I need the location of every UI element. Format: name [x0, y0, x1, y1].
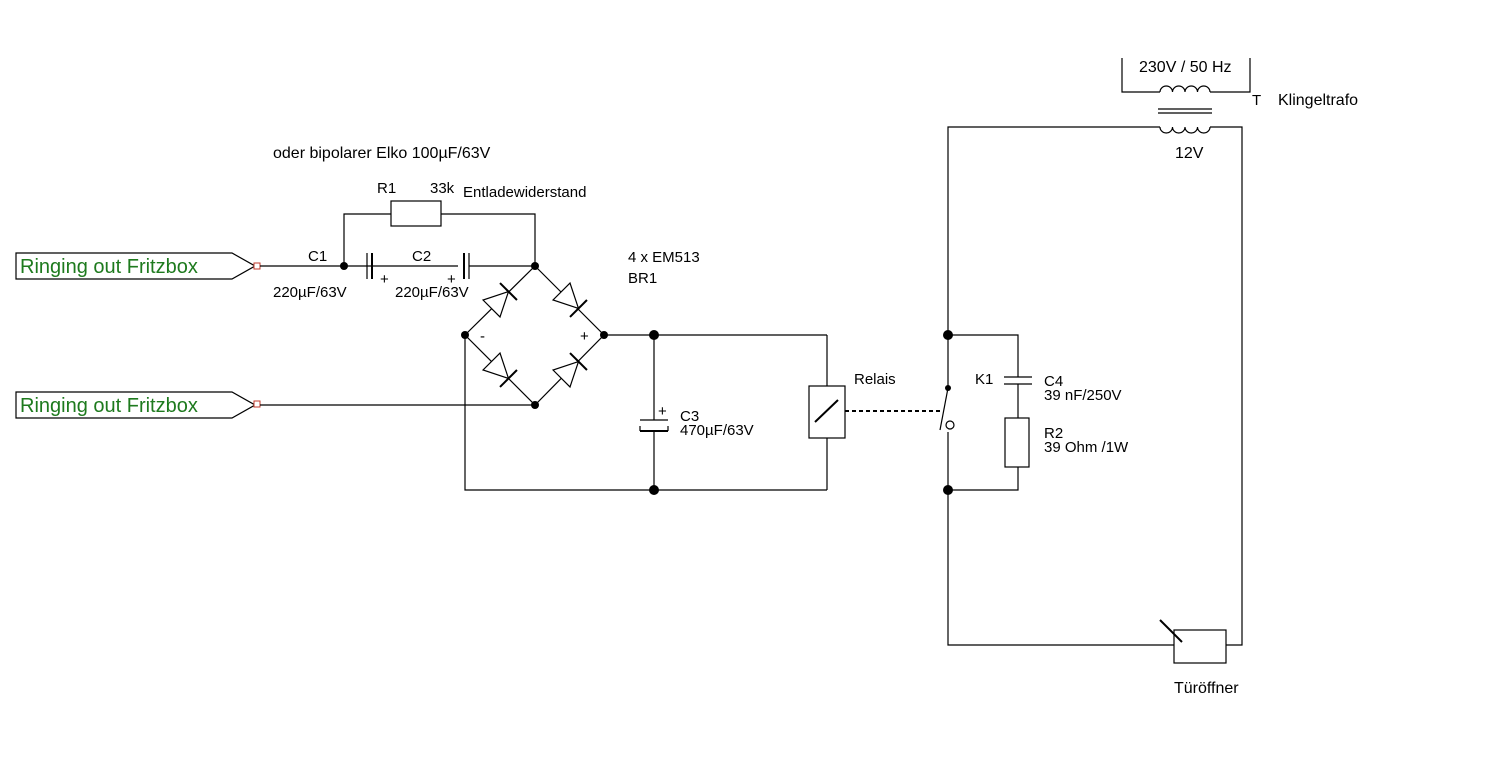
wires-load — [947, 126, 1243, 646]
r1-ref: R1 — [377, 180, 396, 197]
trafo-name: Klingeltrafo — [1278, 92, 1358, 109]
resistor-r1 — [390, 200, 442, 227]
capacitor-c1 — [366, 253, 458, 279]
wires-input — [260, 213, 536, 406]
c4-value: 39 nF/250V — [1044, 387, 1122, 404]
wires-dc — [464, 334, 828, 491]
c2-plus-sign: + — [447, 271, 456, 288]
c3-plus-sign: + — [658, 403, 667, 420]
c1-plus-sign: + — [380, 271, 389, 288]
door-opener — [1159, 619, 1227, 664]
resistor-r2 — [1004, 417, 1030, 468]
trafo-ref: T — [1252, 92, 1261, 109]
r1-value: 33k — [430, 180, 455, 197]
port-ringing-out-2: Ringing out Fritzbox — [15, 391, 261, 419]
port-ringing-out-1: Ringing out Fritzbox — [15, 252, 261, 280]
capacitor-c2 — [463, 253, 470, 279]
r2-ref: R2 — [1044, 425, 1063, 442]
relay-contact-k1 — [939, 387, 955, 431]
c1-ref: C1 — [308, 248, 327, 265]
br1-ref: BR1 — [628, 270, 657, 287]
r1-note: Entladewiderstand — [463, 184, 586, 201]
port-1-label: Ringing out Fritzbox — [20, 256, 198, 278]
transformer-t — [1121, 58, 1251, 134]
port-2-label: Ringing out Fritzbox — [20, 395, 198, 417]
c4-ref: C4 — [1044, 373, 1063, 390]
c3-value: 470µF/63V — [680, 422, 754, 439]
k1-ref: K1 — [975, 371, 993, 388]
relay-coil — [808, 385, 846, 439]
br1-type: 4 x EM513 — [628, 249, 700, 266]
opener-label: Türöffner — [1174, 680, 1239, 697]
capacitor-c4 — [1004, 376, 1032, 385]
bipolar-note: oder bipolarer Elko 100µF/63V — [273, 145, 491, 162]
capacitor-c3 — [639, 419, 669, 432]
relay-label: Relais — [854, 371, 896, 388]
c3-ref: C3 — [680, 408, 699, 425]
r2-value: 39 Ohm /1W — [1044, 439, 1129, 456]
bridge-plus: + — [580, 328, 589, 345]
junction-nodes — [340, 262, 953, 495]
c1-value: 220µF/63V — [273, 284, 347, 301]
trafo-primary: 230V / 50 Hz — [1139, 59, 1232, 76]
bridge-minus: - — [480, 328, 485, 345]
trafo-secondary: 12V — [1175, 145, 1204, 162]
c2-ref: C2 — [412, 248, 431, 265]
c2-value: 220µF/63V — [395, 284, 469, 301]
